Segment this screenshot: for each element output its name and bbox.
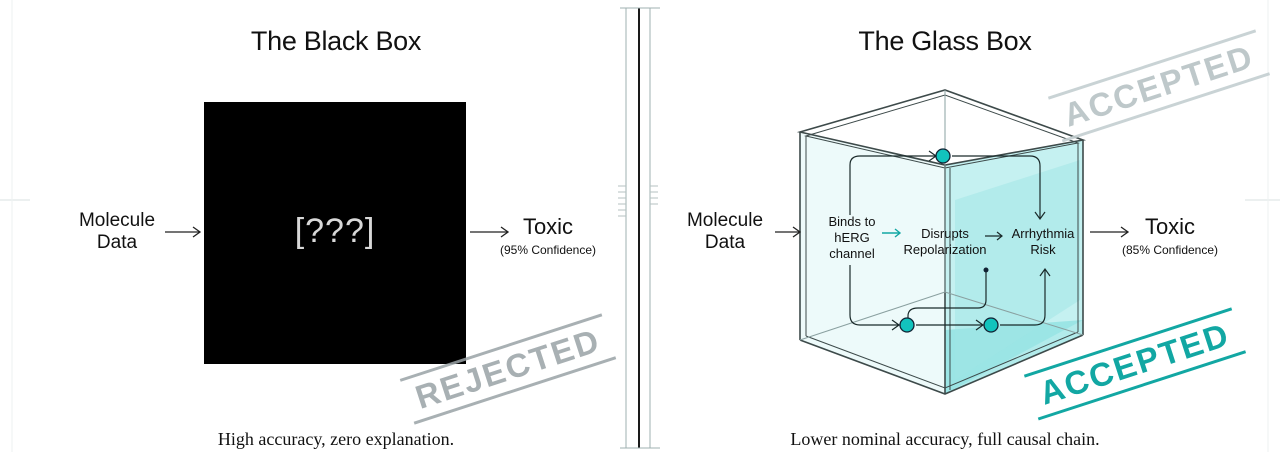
- left-output-label: Toxic: [478, 214, 618, 240]
- left-panel-title: The Black Box: [186, 26, 486, 57]
- node-disrupts-line2: Repolarization: [893, 242, 997, 258]
- node-binds-herg: Binds to hERG channel: [812, 214, 892, 262]
- black-box-unknown-text: [???]: [204, 212, 466, 251]
- node-binds-herg-line2: hERG: [812, 230, 892, 246]
- node-arrhythmia-line1: Arrhythmia: [1000, 226, 1086, 242]
- node-arrhythmia-risk: Arrhythmia Risk: [1000, 226, 1086, 258]
- right-input-label-line2: Data: [670, 232, 780, 254]
- right-input-label: Molecule Data: [670, 210, 780, 254]
- right-output-confidence: (85% Confidence): [1090, 243, 1250, 257]
- node-disrupts-line1: Disrupts: [893, 226, 997, 242]
- node-arrhythmia-line2: Risk: [1000, 242, 1086, 258]
- node-binds-herg-line3: channel: [812, 246, 892, 262]
- left-input-label: Molecule Data: [62, 210, 172, 254]
- right-input-label-line1: Molecule: [670, 210, 780, 232]
- left-input-label-line1: Molecule: [62, 210, 172, 232]
- right-output-label: Toxic: [1100, 214, 1240, 240]
- node-disrupts-repolarization: Disrupts Repolarization: [893, 226, 997, 258]
- node-binds-herg-line1: Binds to: [812, 214, 892, 230]
- left-output-confidence: (95% Confidence): [468, 243, 628, 257]
- right-panel-title: The Glass Box: [795, 26, 1095, 57]
- left-input-label-line2: Data: [62, 232, 172, 254]
- left-caption: High accuracy, zero explanation.: [126, 429, 546, 450]
- right-caption: Lower nominal accuracy, full causal chai…: [735, 429, 1155, 450]
